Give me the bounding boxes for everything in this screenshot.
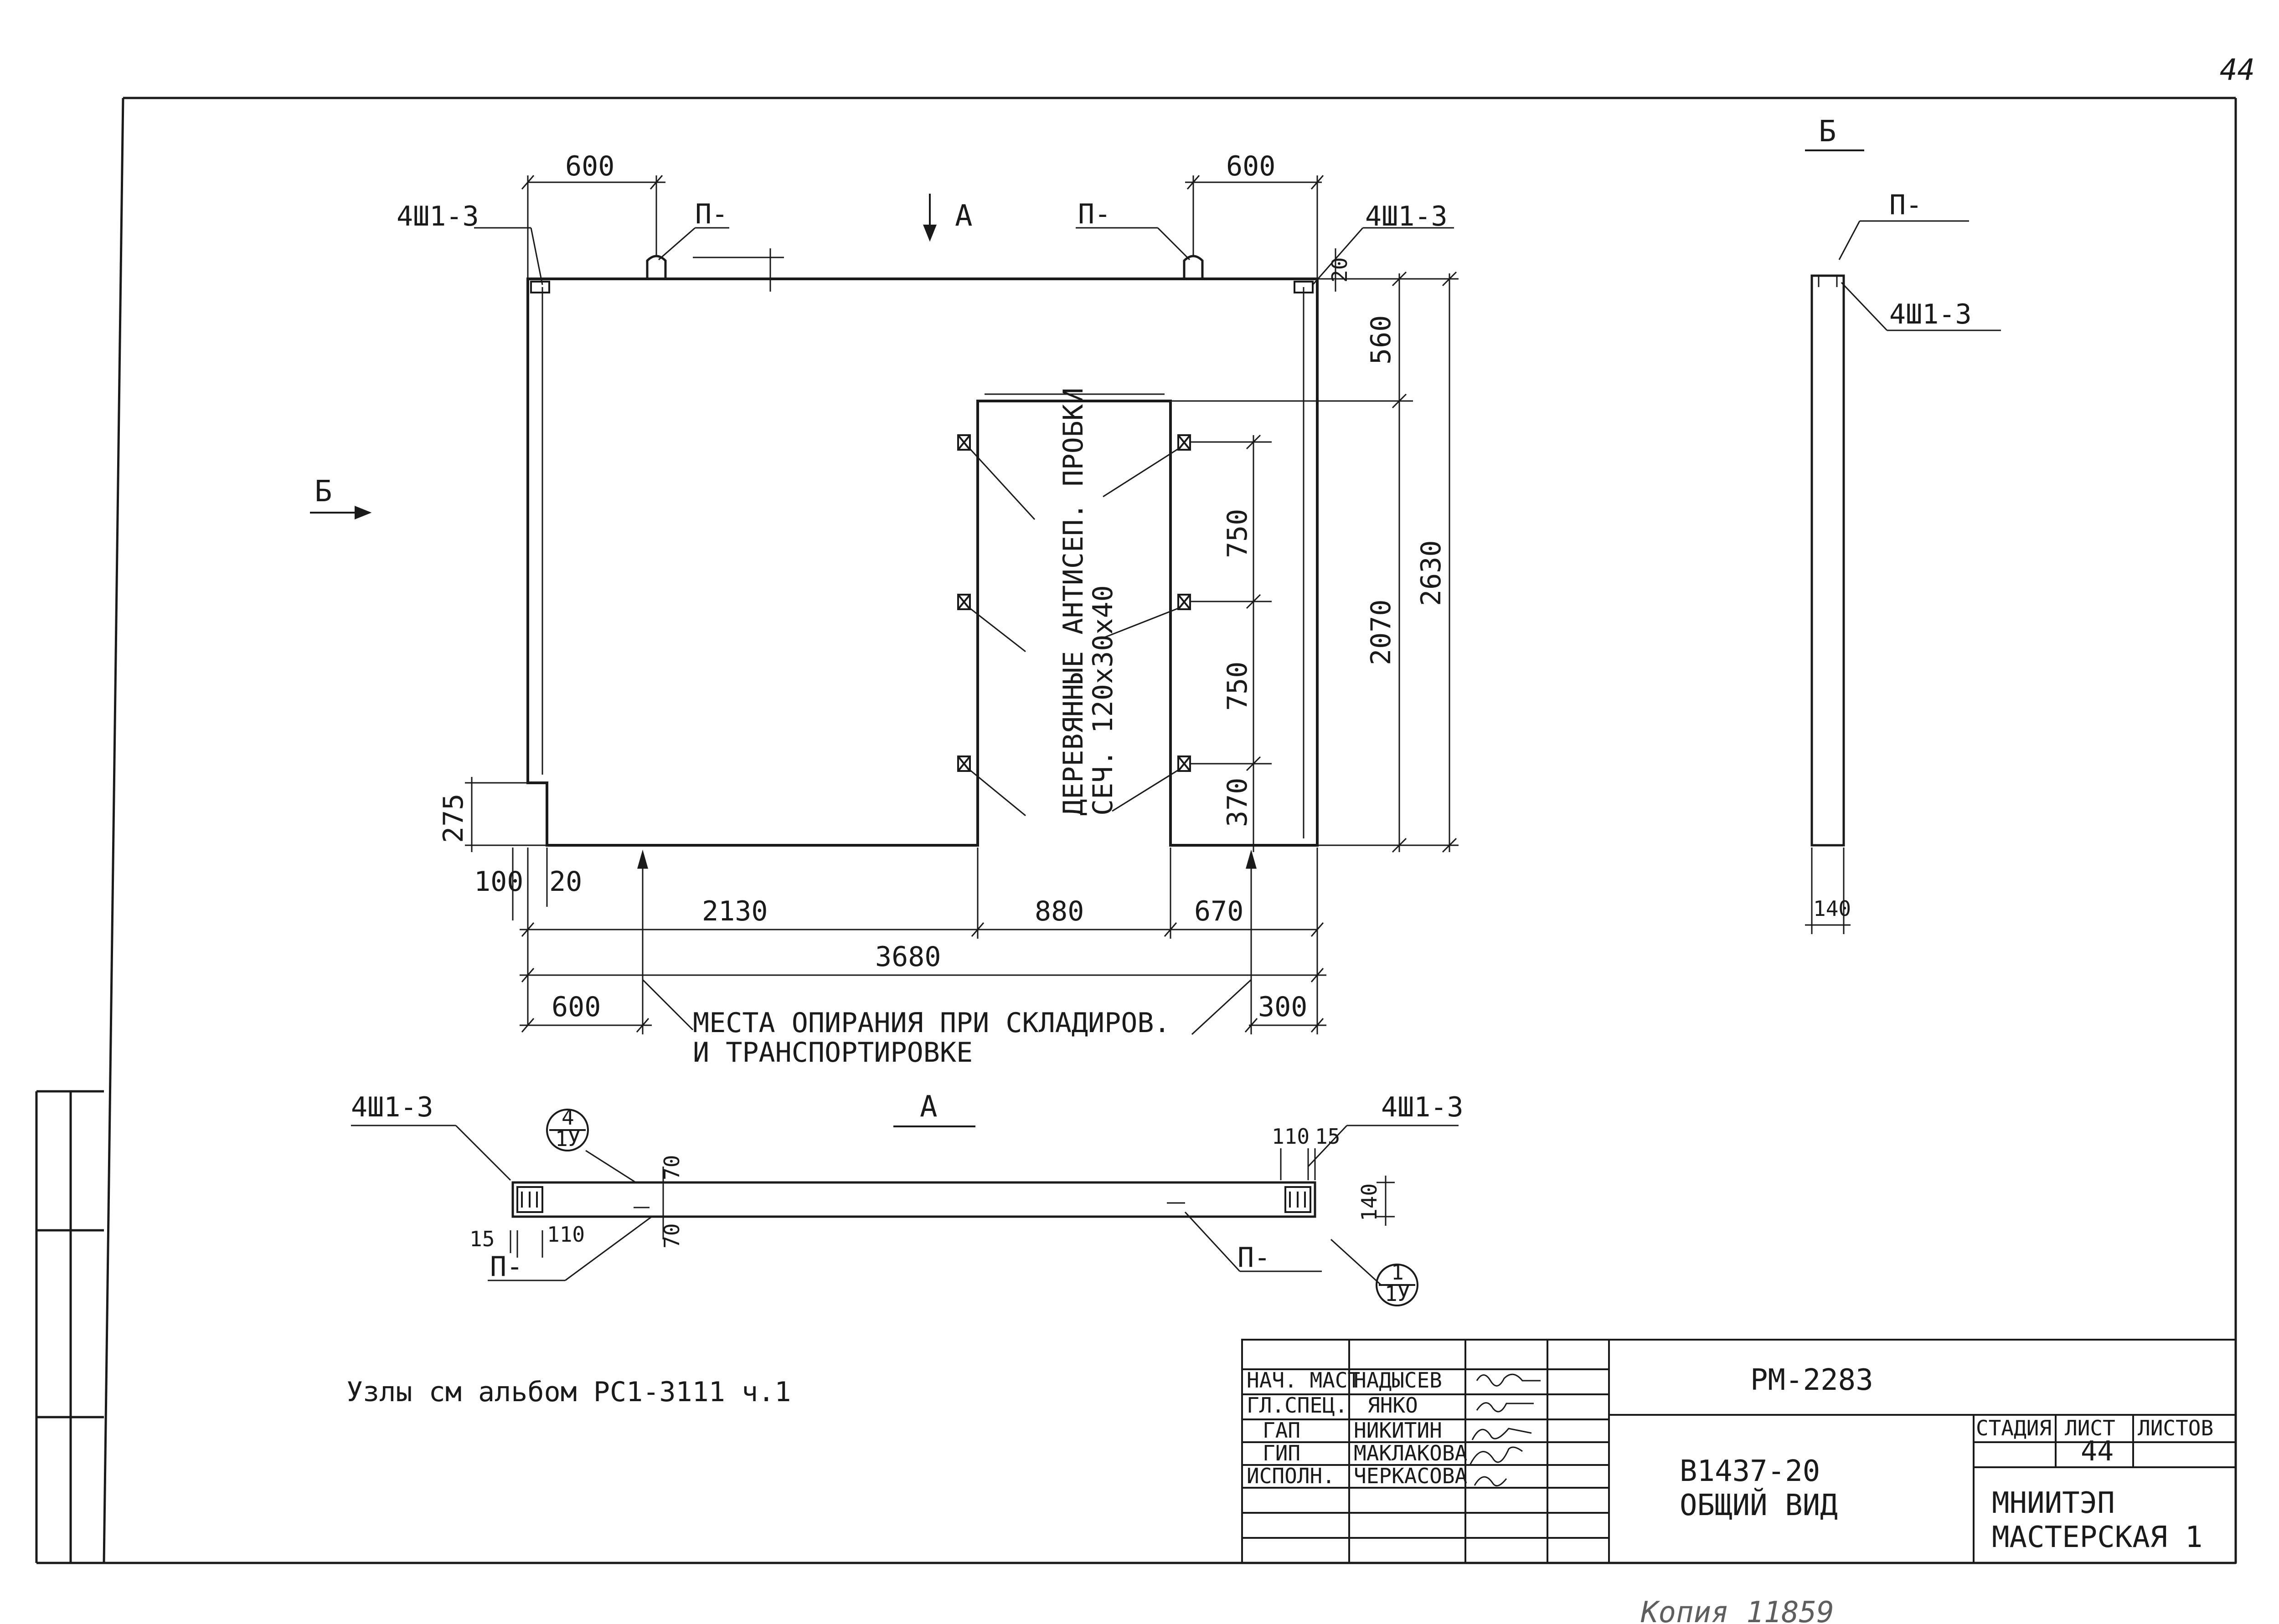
- doc-code: РМ-2283: [1750, 1363, 1873, 1397]
- sheet-label: ЛИСТ: [2065, 1416, 2115, 1440]
- dim-750-upper: 750: [1222, 509, 1253, 558]
- dim-3680: 3680: [875, 941, 941, 973]
- node-left-num: 4: [562, 1105, 574, 1130]
- dim-600-support: 600: [552, 991, 601, 1023]
- support-note-line2: И ТРАНСПОРТИРОВКЕ: [693, 1037, 973, 1069]
- dim-2070: 2070: [1365, 600, 1397, 666]
- sheets-label: ЛИСТОВ: [2138, 1416, 2213, 1440]
- plug-note-line2: СЕЧ. 120х30х40: [1087, 585, 1119, 816]
- view-a-loop-right: П-: [1237, 1242, 1270, 1274]
- dim-100: 100: [474, 866, 523, 898]
- view-a-loop-left: П-: [490, 1251, 523, 1283]
- node-left-den: 1У: [555, 1126, 580, 1151]
- dim-275: 275: [438, 794, 469, 843]
- dim-a-15-left: 15: [469, 1227, 495, 1251]
- dim-880: 880: [1035, 895, 1084, 927]
- product-code: В1437-20: [1680, 1454, 1820, 1488]
- nodes-note: Узлы см альбом РС1-3111 ч.1: [346, 1376, 791, 1408]
- dim-2630: 2630: [1415, 540, 1447, 606]
- view-a-embed-right: [1284, 1186, 1311, 1213]
- role-1: ГЛ.СПЕЦ.: [1247, 1393, 1348, 1418]
- view-a-plan: [511, 1181, 1316, 1218]
- org-line1: МНИИТЭП: [1992, 1486, 2115, 1520]
- dim-a-110-left: 110: [547, 1222, 585, 1247]
- footer-handwritten: Копия 11859: [1640, 1596, 1834, 1624]
- view-b-mark: 4Ш1-3: [1889, 298, 1972, 330]
- dim-300: 300: [1258, 991, 1307, 1023]
- section-arrow-b: [310, 506, 372, 519]
- view-a: А 4 1У 1 1У 4Ш: [351, 1090, 1464, 1306]
- role-4: ИСПОЛН.: [1247, 1464, 1335, 1488]
- view-a-title: А: [920, 1090, 938, 1124]
- view-b-section: [1810, 274, 1845, 847]
- mark-top-left: 4Ш1-3: [397, 200, 479, 232]
- dim-2130: 2130: [702, 895, 768, 927]
- node-callout-left: [546, 1109, 589, 1151]
- dim-20-top: 20: [1327, 257, 1352, 283]
- dim-a-140: 140: [1357, 1183, 1382, 1221]
- view-b: Б П- 4Ш1-3 140: [1805, 115, 2001, 934]
- support-note-line1: МЕСТА ОПИРАНИЯ ПРИ СКЛАДИРОВ.: [693, 1007, 1170, 1039]
- title-block: [1241, 1339, 2237, 1564]
- dim-560: 560: [1365, 315, 1397, 365]
- stage-label: СТАДИЯ: [1976, 1416, 2052, 1440]
- section-arrow-a: [923, 194, 937, 242]
- plug-note-line1: ДЕРЕВЯННЫЕ АНТИСЕП. ПРОБКИ: [1057, 388, 1089, 816]
- dim-600-top-left: 600: [565, 150, 614, 182]
- view-b-loop: П-: [1889, 189, 1922, 221]
- loop-label-left: П-: [695, 198, 728, 230]
- view-b-title: Б: [1819, 115, 1836, 149]
- name-4: ЧЕРКАСОВА: [1354, 1464, 1467, 1488]
- name-2: НИКИТИН: [1354, 1418, 1442, 1443]
- embedded-part-left: [530, 281, 550, 293]
- dim-a-70-bottom: 70: [660, 1223, 684, 1249]
- dim-670: 670: [1194, 895, 1243, 927]
- dim-a-70-top: 70: [660, 1155, 684, 1180]
- role-3: ГИП: [1263, 1441, 1300, 1465]
- lifting-loop-left: [646, 255, 667, 279]
- sheet-value: 44: [2081, 1435, 2114, 1467]
- org-line2: МАСТЕРСКАЯ 1: [1992, 1521, 2202, 1554]
- section-a-label: А: [955, 199, 973, 233]
- embedded-part-right: [1294, 281, 1314, 293]
- page-number: 44: [2220, 53, 2255, 87]
- node-callout-right: [1376, 1264, 1418, 1306]
- dim-600-top-right: 600: [1226, 150, 1275, 182]
- view-a-embed-left: [516, 1186, 543, 1213]
- section-b-label: Б: [315, 475, 332, 509]
- dim-20-bottom: 20: [549, 866, 582, 898]
- lifting-loop-right: [1183, 255, 1204, 279]
- name-1: ЯНКО: [1367, 1393, 1418, 1418]
- node-right-num: 1: [1391, 1260, 1404, 1285]
- panel-outline: [526, 278, 1319, 847]
- mark-top-right: 4Ш1-3: [1365, 200, 1448, 232]
- signatures: [1469, 1373, 1541, 1487]
- dim-a-110-right: 110: [1272, 1124, 1310, 1149]
- sheet-frame: [35, 97, 2237, 1564]
- role-0: НАЧ. МАСТ: [1247, 1368, 1360, 1393]
- dim-370: 370: [1222, 778, 1253, 827]
- role-2: ГАП: [1263, 1418, 1300, 1443]
- view-b-width: 140: [1813, 896, 1851, 921]
- front-view: А Б: [310, 150, 1459, 1069]
- sheet-title: ОБЩИЙ ВИД: [1680, 1488, 1838, 1522]
- dim-a-15-right: 15: [1315, 1124, 1340, 1149]
- name-3: МАКЛАКОВА: [1354, 1441, 1467, 1465]
- view-a-mark-right: 4Ш1-3: [1381, 1091, 1464, 1123]
- node-right-den: 1У: [1385, 1281, 1410, 1306]
- dim-750-lower: 750: [1222, 662, 1253, 711]
- loop-label-right: П-: [1078, 198, 1111, 230]
- dimension-lines: [465, 175, 1459, 1035]
- name-0: НАДЫСЕВ: [1354, 1368, 1442, 1393]
- view-a-mark-left: 4Ш1-3: [351, 1091, 433, 1123]
